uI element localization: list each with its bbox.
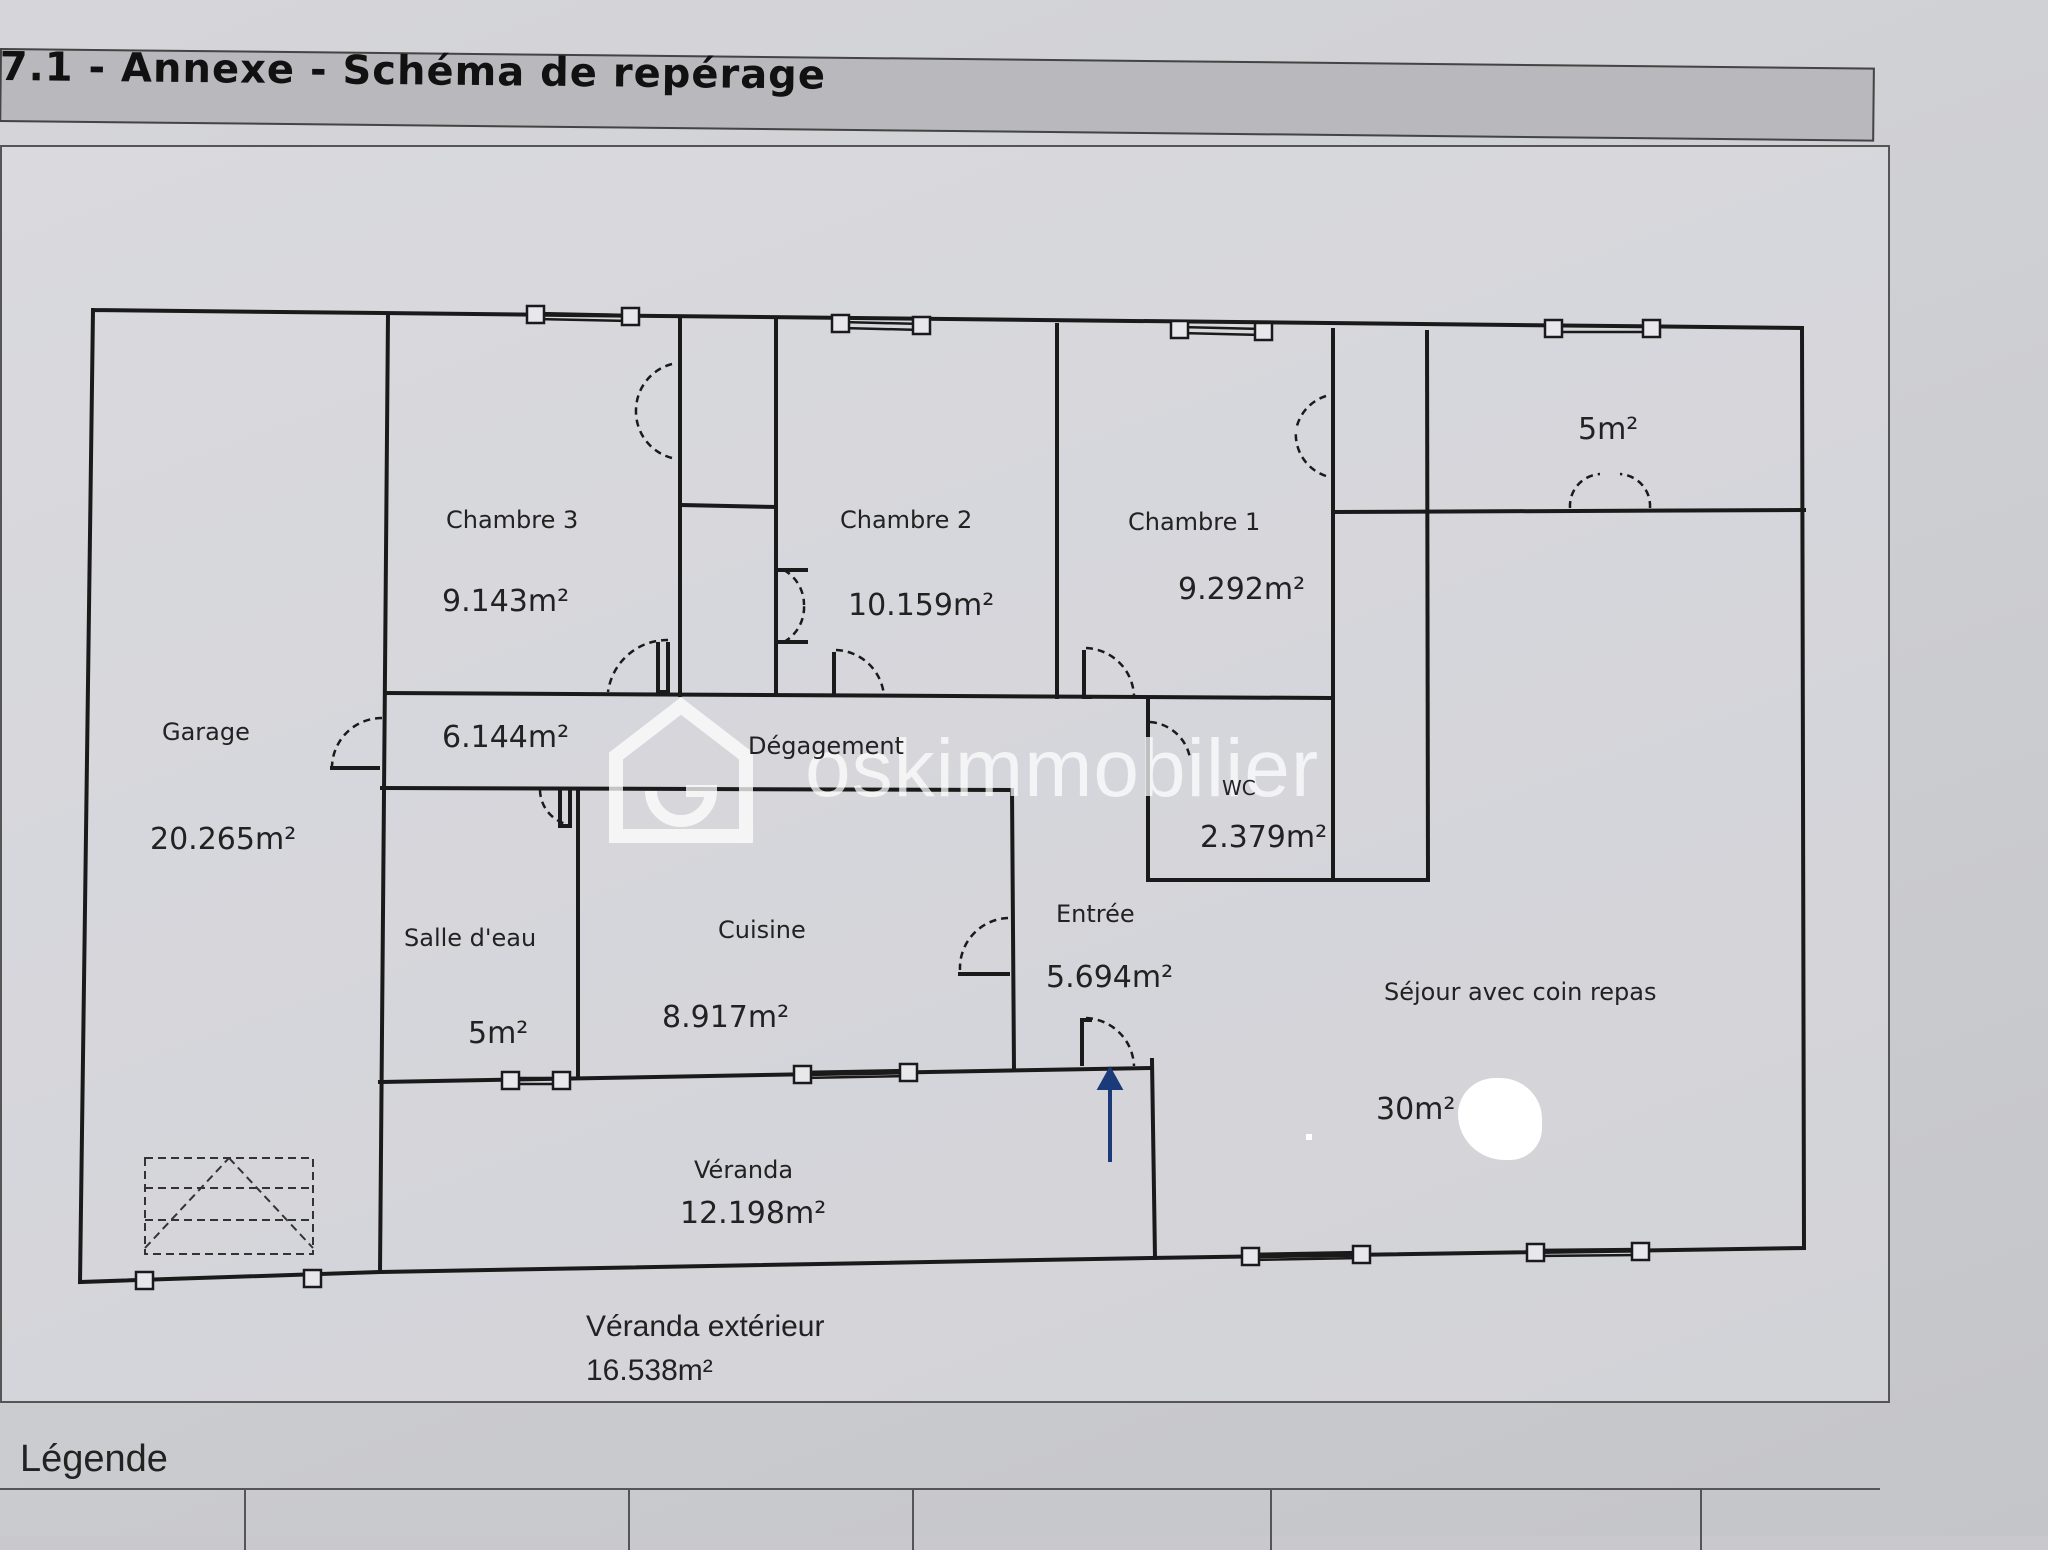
garage-wall xyxy=(377,311,391,1275)
room-name-veranda: Véranda xyxy=(694,1156,794,1184)
garage-stairs xyxy=(144,1157,314,1255)
brand-logo-icon xyxy=(609,697,753,843)
room-area-cuisine: 8.917m² xyxy=(662,1000,790,1035)
veranda-top-wall xyxy=(377,1065,1153,1085)
room-name-chambre2: Chambre 2 xyxy=(840,506,973,534)
room-name-sejour: Séjour avec coin repas xyxy=(1384,978,1657,1006)
room-name-garage: Garage xyxy=(162,718,250,746)
door xyxy=(634,362,673,460)
room-name-chambre1: Chambre 1 xyxy=(1128,508,1261,536)
room-area-sejour: 30m² xyxy=(1376,1092,1456,1127)
partition-kitchen-right xyxy=(1009,787,1017,1073)
door xyxy=(538,789,567,826)
room-area-chambre3: 9.143m² xyxy=(442,584,570,619)
walls xyxy=(77,307,1807,1285)
legend-cell xyxy=(1700,1490,1702,1550)
window xyxy=(1525,1241,1651,1263)
corridor-top-wall xyxy=(382,690,1333,701)
plan-frame xyxy=(0,145,1890,1403)
room-area-salle-eau: 5m² xyxy=(468,1016,529,1051)
stray-mark xyxy=(1306,1134,1312,1140)
watermark-text: oskimmobilier xyxy=(805,723,1320,814)
door xyxy=(835,648,886,697)
door xyxy=(783,568,806,644)
window xyxy=(134,1270,155,1291)
window xyxy=(1169,319,1274,342)
legend-cell xyxy=(628,1490,630,1550)
room-area-garage: 20.265m² xyxy=(150,822,297,857)
wc-walls xyxy=(1146,696,1430,882)
room-area-wc: 2.379m² xyxy=(1200,820,1328,855)
partition-placard-bottom xyxy=(1330,507,1807,515)
entrance-arrow-icon xyxy=(1096,1065,1124,1162)
room-area-chambre1: 9.292m² xyxy=(1178,572,1306,607)
room-area-chambre2: 10.159m² xyxy=(848,588,995,623)
room-name-chambre3: Chambre 3 xyxy=(446,506,579,534)
legend-table xyxy=(0,1488,1880,1550)
outer-wall xyxy=(77,307,1807,1285)
window xyxy=(302,1268,323,1289)
door xyxy=(958,916,1009,971)
door xyxy=(1294,394,1327,478)
entree-wall xyxy=(1149,1057,1158,1261)
window xyxy=(830,313,932,336)
door xyxy=(1149,720,1192,759)
door xyxy=(330,716,383,767)
room-name-entree: Entrée xyxy=(1056,900,1135,928)
room-name-cuisine: Cuisine xyxy=(718,916,806,944)
door xyxy=(1085,646,1136,697)
windows xyxy=(134,304,1662,1291)
room-area-entree: 5.694m² xyxy=(1046,960,1174,995)
doors xyxy=(330,362,1652,1067)
door xyxy=(1085,1016,1136,1067)
room-name-salle-eau: Salle d'eau xyxy=(404,924,537,952)
window xyxy=(500,1070,572,1091)
room-name-wc: WC xyxy=(1222,776,1256,800)
redaction-mark xyxy=(1458,1078,1542,1160)
legend-cell xyxy=(1270,1490,1272,1550)
door-frames xyxy=(330,568,1092,1066)
room-area-placard: 5m² xyxy=(1578,412,1639,447)
room-name-degagement: Dégagement xyxy=(748,732,904,760)
window xyxy=(792,1062,919,1085)
room-area-veranda: 12.198m² xyxy=(680,1196,827,1231)
partition-placard-left xyxy=(1424,329,1431,883)
room-area-degagement: 6.144m² xyxy=(442,720,570,755)
window xyxy=(1240,1244,1372,1267)
window xyxy=(525,304,641,327)
window xyxy=(1543,318,1662,339)
door xyxy=(1568,472,1652,509)
room-area-veranda-ext: 16.538m² xyxy=(586,1354,713,1387)
room-name-veranda-ext: Véranda extérieur xyxy=(586,1310,825,1343)
legend-cell xyxy=(244,1490,246,1550)
partition-closet xyxy=(679,502,779,510)
legend-cell xyxy=(912,1490,914,1550)
legend-title: Légende xyxy=(20,1438,168,1480)
door xyxy=(606,638,669,693)
